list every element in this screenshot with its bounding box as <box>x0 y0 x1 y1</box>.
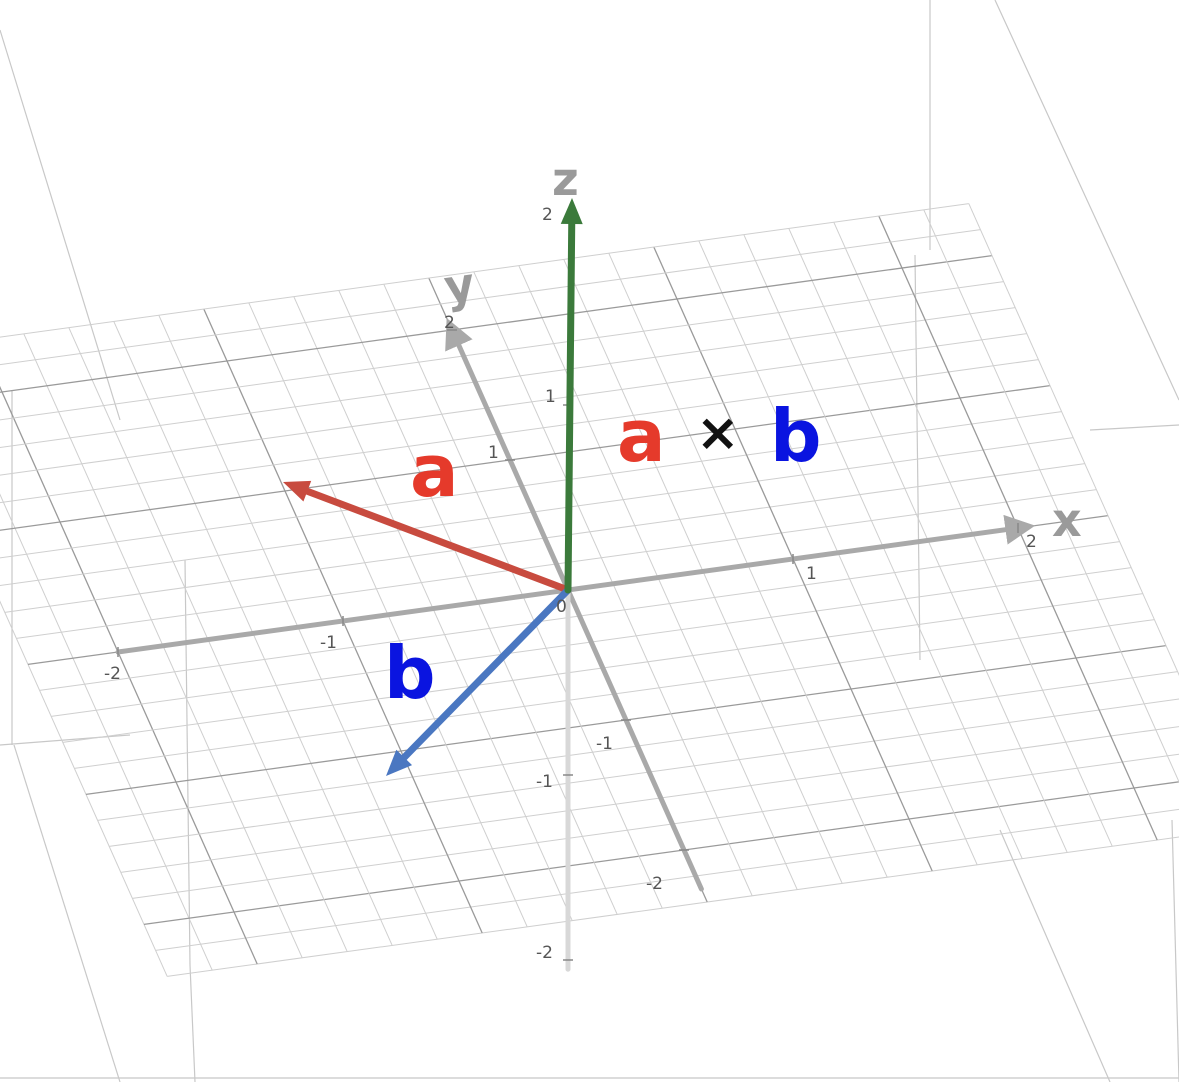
x-tick-1: 1 <box>806 564 817 584</box>
grid-line <box>0 281 1004 421</box>
grid-line <box>0 493 213 971</box>
box-edge <box>189 964 196 1082</box>
x-tick-neg1: -1 <box>320 633 337 653</box>
vector-b-shaft <box>400 586 572 761</box>
vector-a-shaft <box>303 487 572 594</box>
x-tick-neg2: -2 <box>104 664 121 684</box>
vectors <box>283 198 583 776</box>
grid-line <box>923 209 1179 784</box>
vector-a-cross-b-shaft <box>564 220 576 594</box>
box-edge <box>184 559 191 966</box>
xy-grid-plane <box>0 203 1179 977</box>
axis-label-z: z <box>552 152 579 206</box>
y-axis <box>445 318 704 892</box>
box-edge <box>914 254 921 661</box>
z-tick-neg2: -2 <box>536 943 553 963</box>
cross-symbol: × <box>696 403 740 463</box>
x-tick-2: 2 <box>1026 532 1037 552</box>
box-edge <box>999 829 1111 1082</box>
box-edge <box>1171 819 1179 1082</box>
y-tick-2: 2 <box>444 313 455 333</box>
vector-a-cross-b <box>560 198 583 594</box>
axis-label-y: y <box>441 257 478 315</box>
grid-line <box>120 726 1179 873</box>
grid-line <box>0 307 1016 448</box>
origin-label: 0 <box>556 597 567 617</box>
grid-line <box>109 698 1179 847</box>
y-tick-neg2: -2 <box>646 874 663 894</box>
grid-line <box>0 254 993 393</box>
x-axis <box>115 514 1036 655</box>
grid-line <box>0 203 969 338</box>
z-tick-neg1: -1 <box>536 772 553 792</box>
vector-b <box>386 586 572 776</box>
box-edge <box>994 0 1179 401</box>
box-edge <box>0 734 131 746</box>
y-tick-1: 1 <box>488 443 499 463</box>
vector-a-label: a <box>410 429 459 513</box>
grid-line <box>155 808 1179 951</box>
cross-label-b: b <box>770 394 822 478</box>
z-tick-1: 1 <box>545 387 556 407</box>
vector-a-head <box>283 480 312 502</box>
box-edge <box>0 29 121 421</box>
grid-line <box>167 836 1179 977</box>
box-edge <box>13 744 121 1082</box>
grid-line <box>0 229 981 366</box>
grid-line <box>0 600 168 977</box>
grid-line <box>0 437 1074 586</box>
vector-a-cross-b-head <box>560 198 583 225</box>
y-tick-neg1: -1 <box>596 734 613 754</box>
z-tick-2: 2 <box>542 205 553 225</box>
grid-line <box>968 203 1179 676</box>
vector-a <box>283 480 572 594</box>
vector-b-head <box>386 749 413 776</box>
vector-b-label: b <box>384 631 436 715</box>
axis-label-x: x <box>1052 493 1082 547</box>
axes <box>115 219 1036 972</box>
tick-labels: -2 -1 1 2 2 1 -1 -2 2 1 -1 -2 0 <box>104 205 1037 963</box>
cross-label-a: a <box>617 394 666 478</box>
box-edge <box>1089 424 1179 431</box>
cross-product-label: a × b <box>617 394 822 478</box>
grid-line <box>0 411 1062 559</box>
